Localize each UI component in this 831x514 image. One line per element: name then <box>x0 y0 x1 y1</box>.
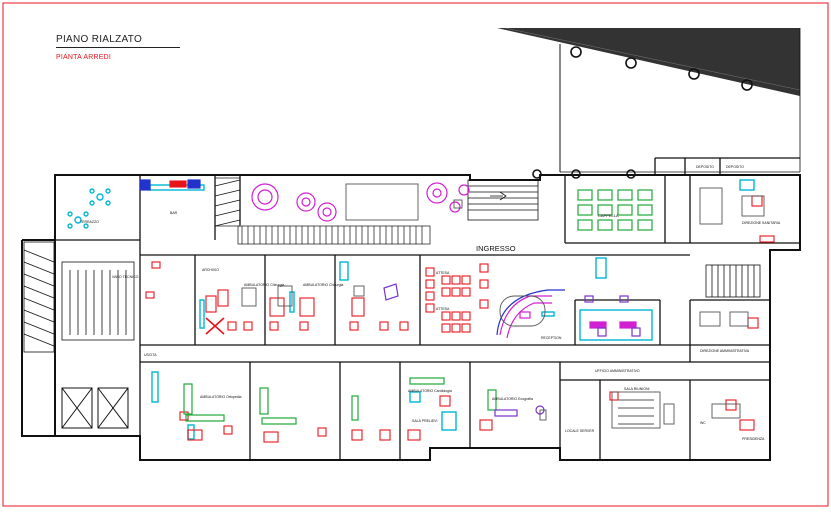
label-direzione-amministrativa: DIREZIONE AMMINISTRATIVA <box>700 349 750 353</box>
label-ambulatorio-ecografia: AMBULATORIO Ecografia <box>492 397 533 401</box>
entrance-steps <box>467 179 539 221</box>
column-4 <box>741 79 753 91</box>
elevators <box>61 387 129 429</box>
column-3 <box>688 68 700 80</box>
label-direzione-sanitaria: DIREZIONE SANITARIA <box>742 221 781 225</box>
interior-walls <box>55 157 800 460</box>
label-wc: WC <box>700 421 706 425</box>
title-underline <box>56 47 180 48</box>
label-ambulatorio-chirurgia-a: AMBULATORIO Chirurgia <box>244 283 284 287</box>
furniture-green <box>183 189 653 425</box>
label-ufficio-amministrativo: UFFICIO AMMINISTRATIVO <box>595 369 640 373</box>
label-sala-prelievi: SALA PRELIEVI <box>412 419 438 423</box>
label-deposito-a: DEPOSITO <box>696 165 714 169</box>
label-locale-server: LOCALE SERVER <box>565 429 595 433</box>
furniture-red <box>145 180 775 443</box>
stair-left <box>23 241 135 353</box>
chapel-pews <box>577 189 653 231</box>
column-1 <box>570 46 582 58</box>
label-ambulatorio-chirurgia-b: AMBULATORIO Chirurgia <box>303 283 343 287</box>
sheet-border <box>2 2 829 507</box>
sheet-title: PIANO RIALZATO <box>56 34 143 45</box>
label-attesa-b: ATTESA <box>436 307 450 311</box>
label-reception: RECEPTION <box>541 336 562 340</box>
waiting-seats-red <box>425 263 489 333</box>
label-presidenza: PRESIDENZA <box>742 437 765 441</box>
ramp <box>214 177 431 245</box>
label-vano-tecnico: VANO TECNICO <box>112 275 139 279</box>
label-ambulatorio-cardiologia: AMBULATORIO Cardiologia <box>408 389 452 393</box>
title-block: PIANO RIALZATO PIANTA ARREDI <box>56 34 180 61</box>
label-uscita: USCITA <box>144 353 157 357</box>
furniture-grey <box>241 183 765 429</box>
sheet-subtitle: PIANTA ARREDI <box>56 54 111 61</box>
label-cappella: CAPPELLA <box>598 213 619 218</box>
column-2 <box>625 57 637 69</box>
label-ambulatorio-ortopedia: AMBULATORIO Ortopedia <box>200 395 242 399</box>
stair-right <box>705 264 761 298</box>
furniture-purple <box>383 283 641 417</box>
label-sala-riunioni: SALA RIUNIONI <box>624 387 650 391</box>
label-ingresso: INGRESSO <box>476 244 516 253</box>
furniture-blue <box>139 179 565 336</box>
label-attesa-a: ATTESA <box>436 271 450 275</box>
terrace-tables-cyan <box>67 188 111 229</box>
label-bar: BAR <box>170 211 178 215</box>
roof-canopy <box>497 27 801 179</box>
trees-magenta <box>251 182 470 222</box>
label-deposito-b: DEPOSITO <box>726 165 744 169</box>
outer-walls <box>21 174 801 461</box>
room-labels: INGRESSO CAPPELLA RECEPTION UFFICIO AMMI… <box>80 165 781 441</box>
label-terrazzo: TERRAZZO <box>80 220 99 224</box>
label-archivio: ARCHIVIO <box>202 268 219 272</box>
